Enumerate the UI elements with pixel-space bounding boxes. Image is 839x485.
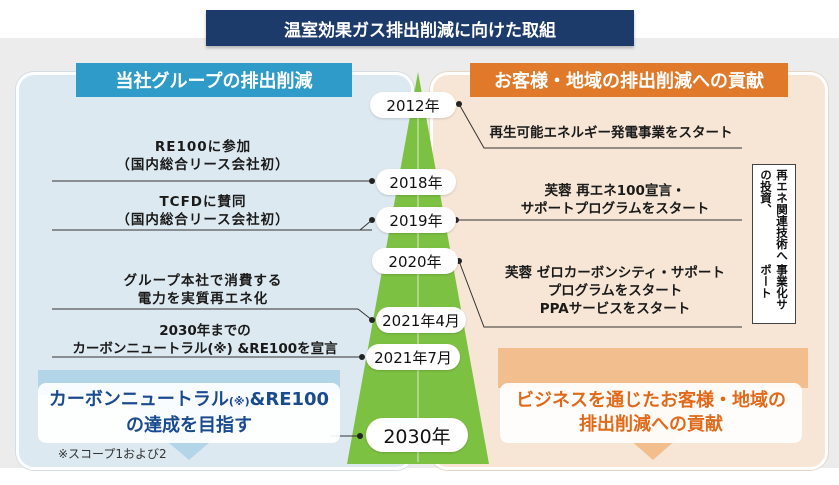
- r2020-line1: 芙蓉 ゼロカーボンシティ・サポート: [505, 265, 725, 281]
- year-2021-april: 2021年4月: [376, 307, 466, 333]
- tcfd-line1: TCFDに賛同: [159, 194, 247, 210]
- footnote: ※スコープ1および2: [58, 447, 167, 461]
- r2020-line2: プログラムをスタート: [547, 283, 683, 299]
- r2020-line3: PPAサービスをスタート: [539, 301, 691, 317]
- connector-2020: [458, 260, 742, 328]
- hq-line2: 電力を実質再エネ化: [137, 291, 269, 307]
- hq-line1: グループ本社で消費する: [123, 273, 283, 289]
- dot-2021a: [369, 317, 375, 323]
- year-2019: 2019年: [376, 207, 456, 233]
- right-goal-line1: ビジネスを通じたお客様・地域の: [516, 390, 786, 411]
- goal-cn-text: カーボンニュートラル: [48, 389, 229, 410]
- r2019-line2: サポートプログラムをスタート: [520, 201, 710, 217]
- left-goal-line1: カーボンニュートラル(※)&RE100: [49, 388, 329, 414]
- left-item-hq-power: グループ本社で消費する 電力を実質再エネ化: [80, 272, 326, 308]
- investment-support-box: 再エネ関連技術への投資、 事業化サポート: [752, 164, 796, 324]
- left-item-re100: RE100に参加 （国内総合リース会社初）: [88, 138, 318, 174]
- connector-2012: [458, 103, 742, 149]
- cn-line2: カーボンニュートラル(※) &RE100を宣言: [72, 341, 338, 357]
- tcfd-line2: （国内総合リース会社初）: [116, 212, 290, 228]
- left-goal: カーボンニュートラル(※)&RE100 の達成を目指す: [38, 383, 340, 443]
- year-2020: 2020年: [372, 248, 458, 274]
- goal-note-mark: (※): [228, 395, 250, 408]
- re100-line1: RE100に参加: [154, 139, 252, 155]
- year-2018: 2018年: [376, 169, 456, 195]
- right-item-2019: 芙蓉 再エネ100宣言・ サポートプログラムをスタート: [492, 182, 738, 218]
- right-goal: ビジネスを通じたお客様・地域の 排出削減への貢献: [500, 383, 802, 443]
- connector-2019-diag: [359, 219, 373, 231]
- vertical-line2: 事業化サポート: [759, 263, 789, 310]
- right-goal-line2: 排出削減への貢献: [579, 414, 723, 435]
- cn-line1: 2030年までの: [159, 323, 251, 339]
- dot-2021b: [359, 354, 365, 360]
- year-2012: 2012年: [370, 92, 456, 118]
- goal-re100-text: &RE100: [249, 389, 330, 410]
- left-header: 当社グループの排出削減: [76, 63, 352, 97]
- left-item-carbon-neutral: 2030年までの カーボンニュートラル(※) &RE100を宣言: [60, 322, 350, 358]
- left-goal-line2: の達成を目指す: [126, 415, 252, 436]
- right-header: お客様・地域の排出削減への貢献: [470, 63, 788, 97]
- page-title: 温室効果ガス排出削減に向けた取組: [206, 10, 634, 46]
- year-2021-july: 2021年7月: [366, 344, 460, 370]
- left-item-tcfd: TCFDに賛同 （国内総合リース会社初）: [88, 193, 318, 229]
- r2019-line1: 芙蓉 再エネ100宣言・: [544, 183, 686, 199]
- year-2030: 2030年: [366, 418, 468, 452]
- vertical-line1: 再エネ関連技術への投資、: [759, 169, 789, 261]
- right-item-2020: 芙蓉 ゼロカーボンシティ・サポート プログラムをスタート PPAサービスをスター…: [484, 264, 746, 318]
- right-item-2012: 再生可能エネルギー発電事業をスタート: [489, 125, 733, 141]
- dot-2018: [369, 178, 375, 184]
- re100-line2: （国内総合リース会社初）: [116, 157, 290, 173]
- dot-2030: [357, 433, 363, 439]
